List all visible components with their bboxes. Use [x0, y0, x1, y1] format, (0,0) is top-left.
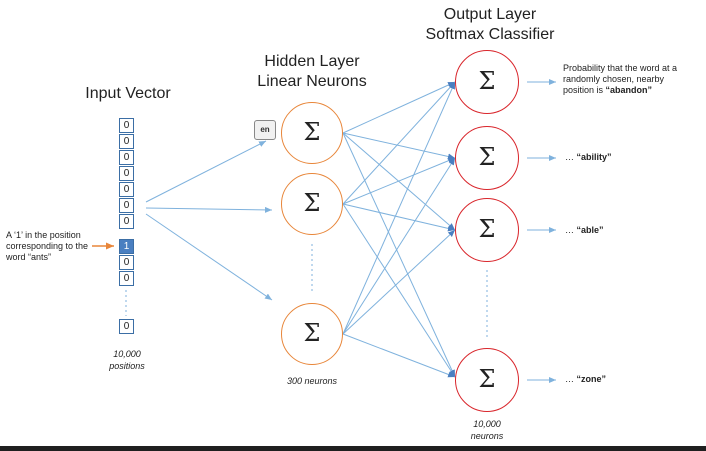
input-count-line1: 10,000	[113, 349, 141, 359]
output-count-line1: 10,000	[473, 419, 501, 429]
output-layer-title-line2: Softmax Classifier	[425, 26, 555, 43]
input-cell-4: 0	[119, 182, 134, 197]
hidden-neuron-1: Σ	[281, 102, 343, 164]
output-neuron-last: Σ	[455, 348, 519, 412]
output-label-word: “zone”	[576, 374, 607, 384]
input-cell-5: 0	[119, 198, 134, 213]
translate-logo: en	[254, 120, 276, 140]
input-cell-9: 0	[119, 271, 134, 286]
hidden-layer-title-line2: Linear Neurons	[257, 73, 367, 90]
prob-label-prefix: position is	[563, 85, 606, 95]
hot-cell-annotation-line1: A ‘1’ in the position	[6, 230, 81, 240]
output-label-zone: … “zone”	[565, 374, 606, 385]
sigma-symbol: Σ	[303, 319, 321, 347]
input-to-hidden-arrow-3	[145, 213, 273, 301]
input-to-hidden-arrow-2	[145, 206, 273, 213]
input-cell-3: 0	[119, 166, 134, 181]
prob-label-line3: position is “abandon”	[563, 85, 652, 96]
hidden-neuron-2: Σ	[281, 173, 343, 235]
output-neuron-3: Σ	[455, 198, 519, 262]
output-label-prefix: …	[565, 152, 577, 162]
output-label-ability: … “ability”	[565, 152, 612, 163]
output-neuron-2: Σ	[455, 126, 519, 190]
hot-cell-annotation-line3: word “ants”	[6, 252, 52, 262]
hidden-neuron-last: Σ	[281, 303, 343, 365]
sigma-symbol: Σ	[478, 215, 496, 243]
output-label-prefix: …	[565, 374, 577, 384]
prob-label-line1: Probability that the word at a	[563, 63, 678, 73]
hidden-layer-title-line1: Hidden Layer	[264, 53, 360, 70]
hot-cell-annotation-line2: corresponding to the	[6, 241, 89, 251]
input-cell-1: 0	[119, 134, 134, 149]
output-label-able: … “able”	[565, 225, 604, 236]
hidden-to-output-connections	[342, 81, 456, 378]
sigma-symbol: Σ	[303, 189, 321, 217]
bottom-bar	[0, 446, 706, 451]
input-cell-8: 0	[119, 255, 134, 270]
sigma-symbol: Σ	[303, 118, 321, 146]
input-cell-2: 0	[119, 150, 134, 165]
input-vector-title: Input Vector	[85, 85, 171, 102]
output-layer-title-line1: Output Layer	[443, 6, 537, 23]
sigma-symbol: Σ	[478, 365, 496, 393]
output-label-word: “ability”	[576, 152, 612, 162]
input-cell-0: 0	[119, 118, 134, 133]
output-count-line2: neurons	[470, 431, 504, 441]
prob-label-line2: randomly chosen, nearby	[563, 74, 665, 84]
input-cell-7: 1	[119, 239, 134, 254]
input-cell-last: 0	[119, 319, 134, 334]
input-to-hidden-arrow-1	[145, 140, 267, 203]
input-count-line2: positions	[109, 361, 145, 371]
hidden-count-label: 300 neurons	[286, 376, 338, 386]
output-label-prefix: …	[565, 225, 577, 235]
output-label-word: “able”	[576, 225, 604, 235]
prob-label-word: “abandon”	[605, 85, 653, 95]
output-neuron-1: Σ	[455, 50, 519, 114]
sigma-symbol: Σ	[478, 143, 496, 171]
sigma-symbol: Σ	[478, 67, 496, 95]
input-cell-6: 0	[119, 214, 134, 229]
